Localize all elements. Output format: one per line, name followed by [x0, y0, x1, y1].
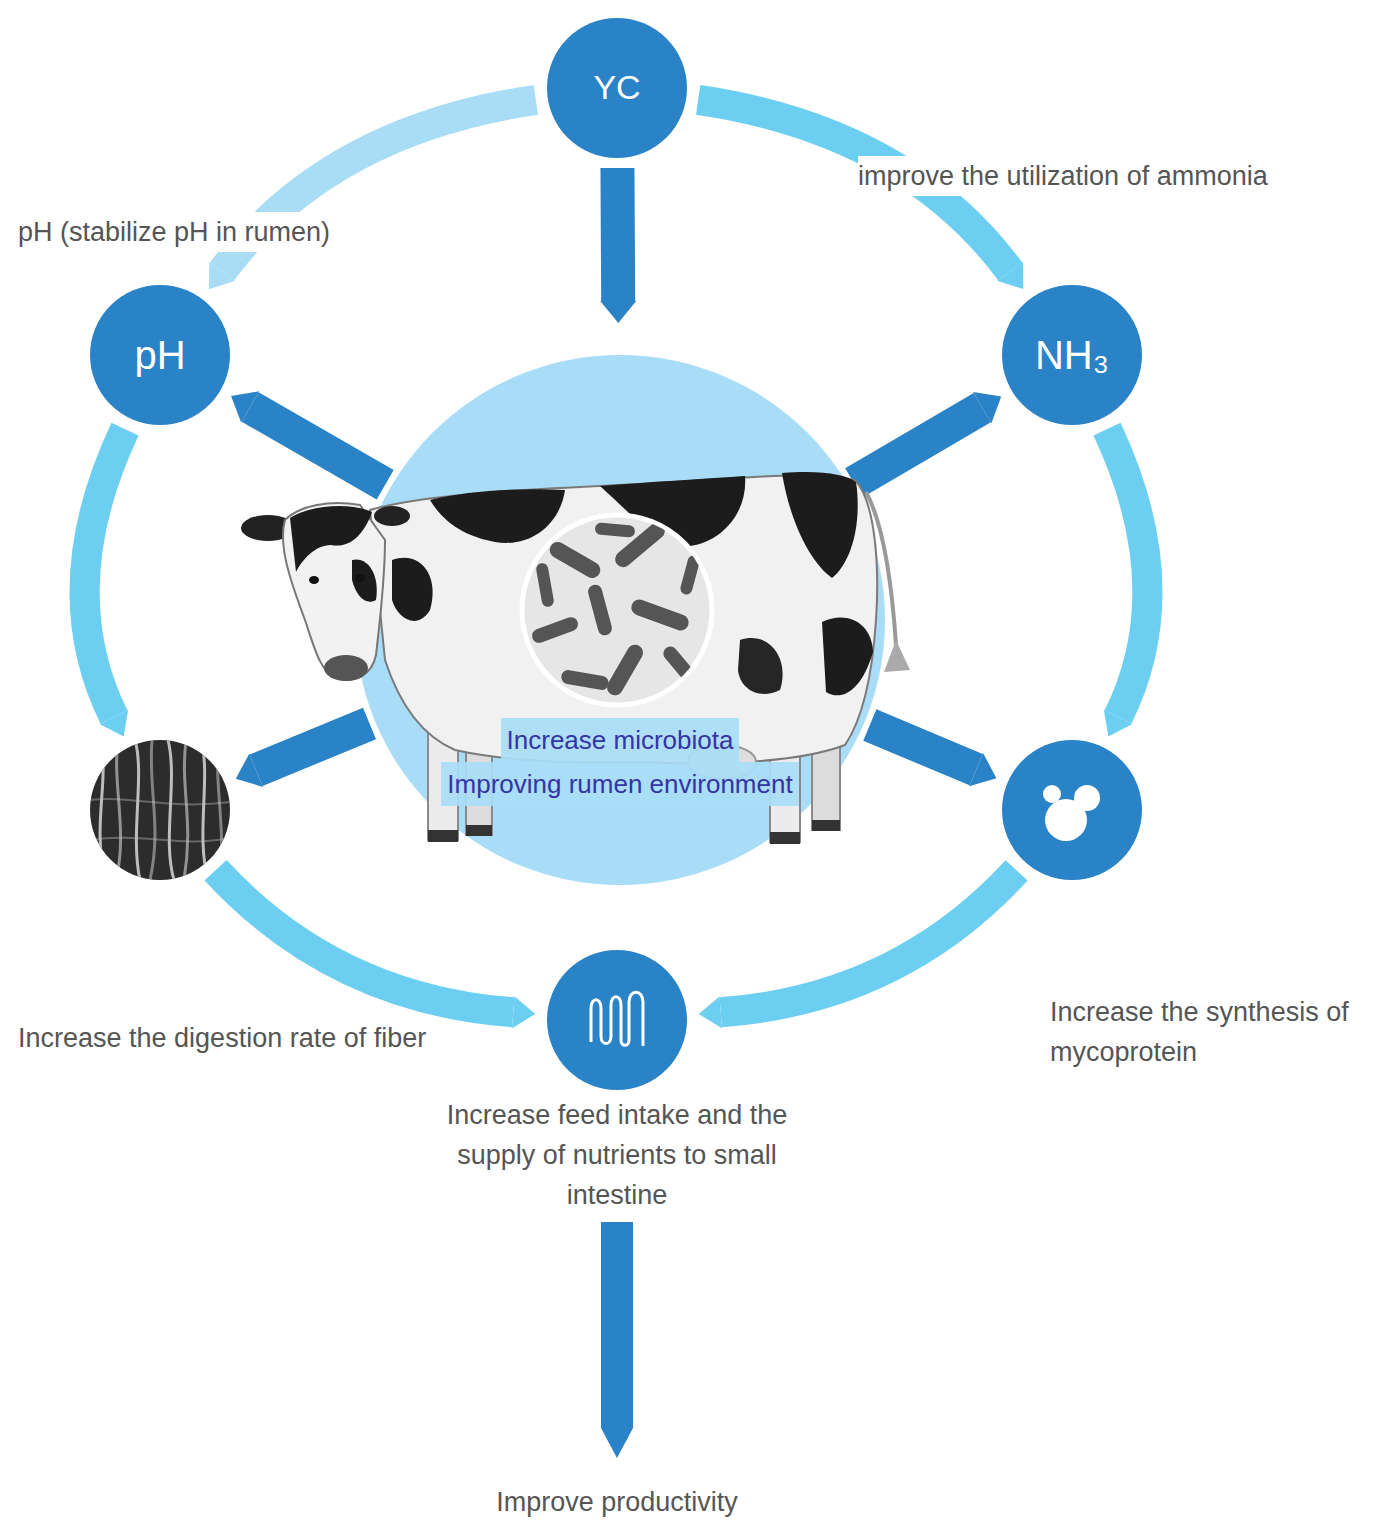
circle-label: pH: [134, 333, 185, 377]
yeast-circle: Increase the synthesis of mycoprotein: [1002, 740, 1142, 880]
center-statement: Increase microbiota: [501, 718, 740, 762]
rumen-circle: Increase microbiotaImproving rumen envir…: [355, 355, 885, 885]
spoke-connector: [870, 725, 997, 786]
connector-line: [250, 407, 385, 485]
connector-line: [870, 725, 976, 770]
arrow-head: [236, 754, 263, 787]
intestine-icon-circle: [547, 950, 687, 1090]
ring-connector: [1104, 429, 1148, 736]
connector-line: [721, 870, 1017, 1012]
effect-text: Increase feed intake and the supply of n…: [407, 1095, 827, 1215]
spoke-connector: [231, 391, 385, 484]
connector-line: [85, 429, 125, 717]
spoke-connector: [854, 392, 1001, 483]
connector-line: [854, 408, 982, 483]
connector-line: [600, 168, 635, 301]
arrow-head: [699, 996, 722, 1028]
arrow-head: [209, 262, 235, 289]
down-arrow: [601, 1222, 633, 1458]
connector-line: [256, 723, 369, 770]
label-slot: improve the utilization of ammonia: [858, 156, 1268, 196]
cause-circle: YC: [547, 18, 687, 158]
effect-text: Increase the digestion rate of fiber: [18, 1018, 426, 1058]
fiber-circle: Increase the digestion rate of fiber: [90, 740, 230, 880]
spoke-connector: [600, 168, 636, 323]
arrow-head: [512, 996, 535, 1028]
spoke-connector: [236, 723, 370, 786]
label-slot: Improve productivity: [417, 1482, 817, 1522]
arrow-head: [997, 262, 1023, 289]
arrow-head: [100, 710, 129, 737]
annotation-text: improve the utilization of ammonia: [858, 156, 1268, 196]
effect-text: Increase the synthesis of mycoprotein: [1050, 992, 1368, 1072]
ring-connector: [699, 870, 1017, 1028]
ring-connector: [209, 100, 536, 289]
circle-label: NH₃: [1035, 333, 1109, 377]
label-slot: pH (stabilize pH in rumen): [18, 212, 330, 252]
ring-connector: [216, 870, 536, 1028]
connector-line: [1107, 429, 1147, 717]
ammonia-circle: NH₃: [1002, 285, 1142, 425]
yeast-icon-circle: [1002, 740, 1142, 880]
circle-label: YC: [593, 69, 640, 106]
ring-connector: [85, 429, 129, 736]
connector-line: [216, 870, 514, 1012]
arrow-head: [600, 301, 636, 323]
fiber-micrograph: [90, 740, 230, 880]
ph-circle: pH: [90, 285, 230, 425]
arrow-head: [973, 392, 1001, 423]
center-statement: Improving rumen environment: [441, 762, 798, 806]
intestine-circle: Increase feed intake and the supply of n…: [547, 950, 687, 1090]
arrow-head: [1104, 710, 1133, 737]
annotation-text: pH (stabilize pH in rumen): [18, 212, 330, 252]
arrow-head: [231, 391, 259, 422]
annotation-text: Improve productivity: [496, 1482, 738, 1522]
arrow-head: [969, 753, 996, 786]
